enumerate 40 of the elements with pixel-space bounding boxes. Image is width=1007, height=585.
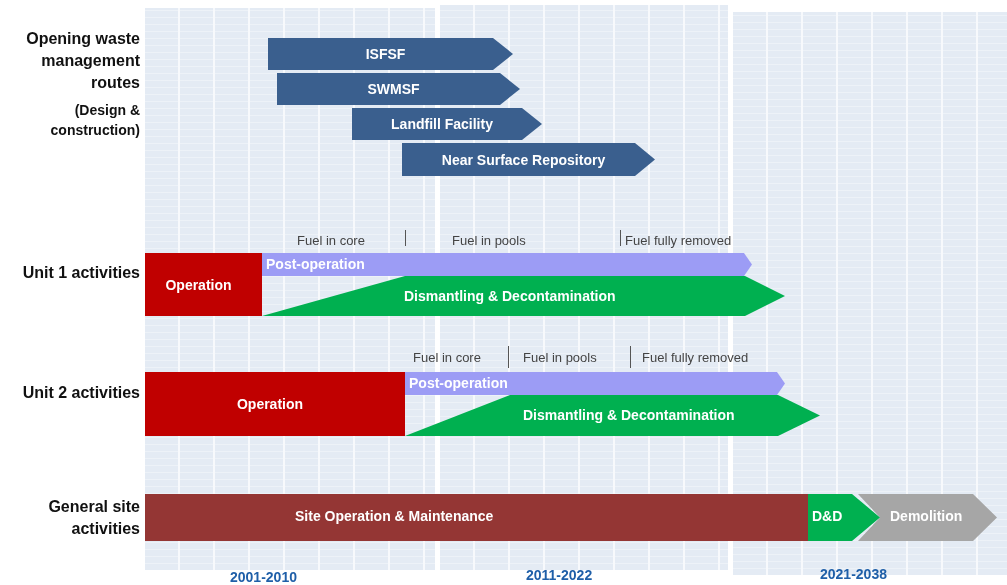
bar-label: Operation [164,275,233,294]
timeline-bar [405,395,820,436]
bar-label: Dismantling & Decontamination [523,407,735,423]
row-heading: Unit 1 activities [21,263,140,283]
row-heading: Opening waste management routes [25,29,140,93]
phase-label: Fuel in pools [523,350,597,365]
bar-label: Landfill Facility [390,115,494,133]
bar-label: Post-operation [409,375,508,391]
timeline-bar [808,494,880,541]
timeline-bar [858,494,997,541]
timeline-bar [405,372,785,395]
phase-label: Fuel in core [297,233,365,248]
bar-label: D&D [812,508,843,524]
bar-label: Near Surface Repository [440,150,607,169]
bar-label: Operation [235,395,305,413]
bar-label: Dismantling & Decontamination [404,288,616,304]
timeline-bar [145,372,405,436]
phase-label: Fuel in core [413,350,481,365]
phase-label: Fuel in pools [452,233,526,248]
timeline-bar [352,108,542,140]
timeline-bar [277,73,520,105]
bar-label: Demolition [890,508,963,524]
period-label: 2021-2038 [820,566,887,582]
phase-label: Fuel fully removed [642,350,749,365]
bar-label: Site Operation & Maintenance [295,508,494,524]
period-label: 2011-2022 [526,567,593,583]
row-heading: (Design & construction) [49,101,140,140]
timeline-bar [262,253,752,276]
row-heading: Unit 2 activities [21,383,140,403]
row-heading: General site activities [47,497,140,539]
timeline-bar [145,494,808,541]
timeline-bar [262,276,785,316]
phase-label: Fuel fully removed [625,233,732,248]
bar-label: SWMSF [366,80,421,98]
bar-label: Post-operation [266,256,365,272]
timeline-bar [268,38,513,70]
timeline-bar [145,253,262,316]
period-label: 2001-2010 [230,569,297,585]
bar-label: ISFSF [364,45,407,63]
timeline-bar [402,143,655,176]
